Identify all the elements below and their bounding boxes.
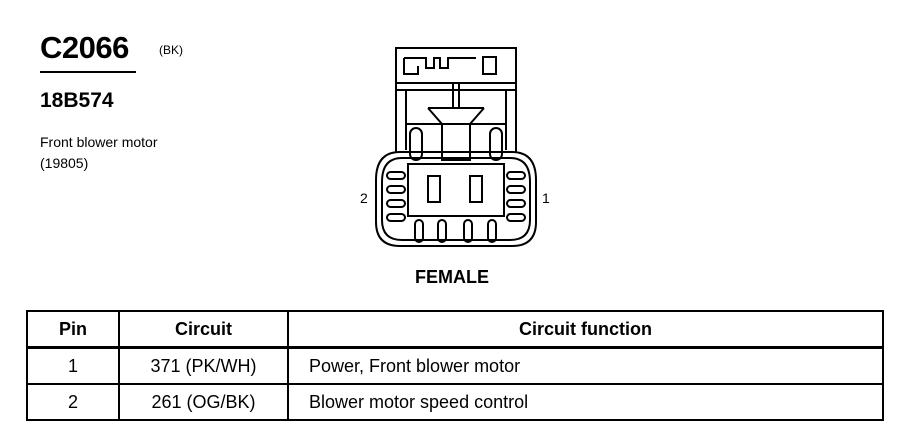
connector-color: (BK) xyxy=(159,43,183,57)
circuit-cell: 261 (OG/BK) xyxy=(118,383,289,421)
table-row: 1 371 (PK/WH) Power, Front blower motor xyxy=(26,346,884,385)
component-number: (19805) xyxy=(40,155,89,171)
column-header-pin: Pin xyxy=(26,310,120,349)
terminal-cavities xyxy=(427,175,483,203)
pin-cell: 1 xyxy=(26,346,120,385)
connector-gender-label: FEMALE xyxy=(415,267,489,287)
circuit-function-cell: Blower motor speed control xyxy=(287,383,884,421)
pin-cell: 2 xyxy=(26,383,120,421)
connector-side-ribs xyxy=(386,171,526,222)
connector-face-drawing xyxy=(375,47,537,247)
component-name: Front blower motor xyxy=(40,134,158,150)
table-row: 2 261 (OG/BK) Blower motor speed control xyxy=(26,383,884,421)
connector-latch-housing xyxy=(395,47,517,161)
column-header-circuit: Circuit xyxy=(118,310,289,349)
connector-bottom-ribs xyxy=(414,219,497,243)
connector-top-tabs xyxy=(409,127,503,161)
circuit-cell: 371 (PK/WH) xyxy=(118,346,289,385)
connector-body xyxy=(375,151,537,247)
connector-id-underline xyxy=(40,71,136,73)
pin-label-2: 2 xyxy=(360,190,368,206)
terminal-cavity-pin-1 xyxy=(469,175,483,203)
pinout-table: Pin Circuit Circuit function 1 371 (PK/W… xyxy=(26,310,884,421)
pin-label-1: 1 xyxy=(542,190,550,206)
column-header-circuit-function: Circuit function xyxy=(287,310,884,349)
connector-id: C2066 xyxy=(40,30,129,65)
terminal-cavity-pin-2 xyxy=(427,175,441,203)
table-header-row: Pin Circuit Circuit function xyxy=(26,310,884,349)
circuit-function-cell: Power, Front blower motor xyxy=(287,346,884,385)
part-number: 18B574 xyxy=(40,89,114,112)
